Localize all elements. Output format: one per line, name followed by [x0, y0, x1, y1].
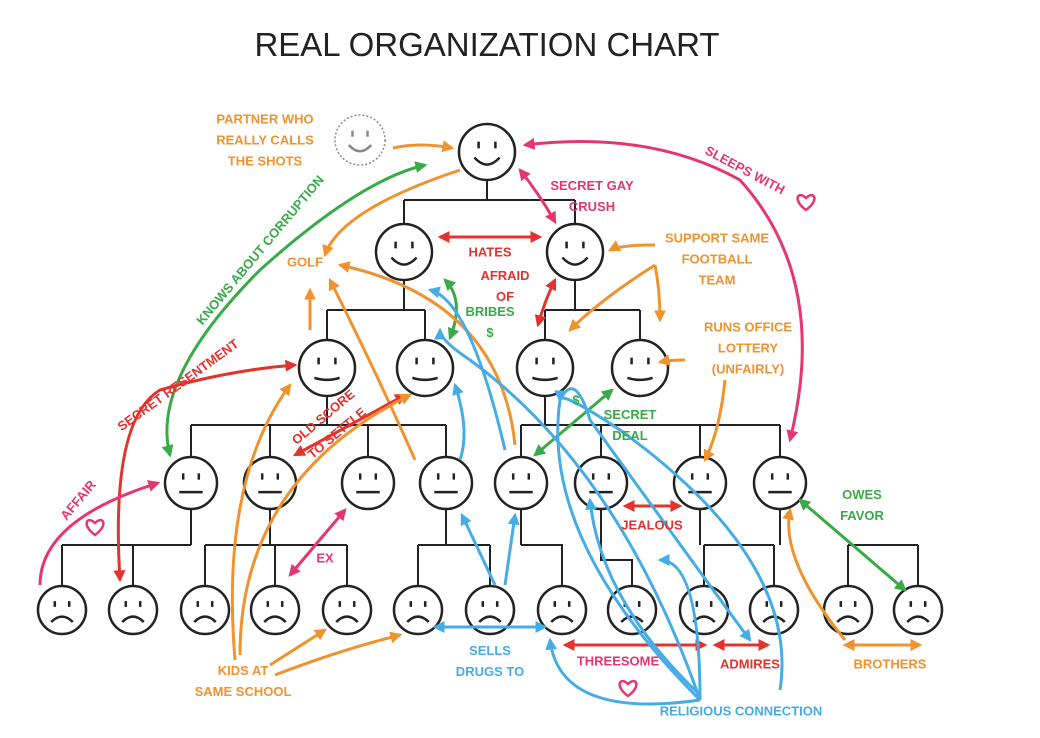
relationship-arrow [434, 327, 702, 701]
relationship-arrow [534, 277, 557, 328]
relationship-arrow [782, 507, 847, 641]
label-hates: HATES [468, 244, 512, 260]
relationship-arrow [292, 393, 408, 457]
person-face [107, 584, 159, 636]
relationship-arrow [568, 263, 656, 332]
relationship-arrow [443, 278, 460, 341]
relationship-arrow [518, 168, 557, 225]
heart-icon [85, 518, 105, 537]
person-face [672, 455, 728, 511]
label-golf: GOLF [286, 254, 324, 270]
relationship-arrow [703, 379, 727, 463]
relationship-arrow [460, 512, 497, 586]
relationship-arrow [322, 168, 461, 258]
heart-icon [796, 193, 816, 212]
relationship-arrow [657, 354, 686, 367]
mouth-icon [193, 615, 217, 623]
mouth-icon [473, 156, 501, 166]
person-face [395, 338, 455, 398]
person-face [573, 455, 629, 511]
relationship-arrow [607, 240, 656, 252]
relationship-arrow [798, 498, 907, 592]
relationship-arrow [238, 393, 413, 656]
person-face [610, 338, 670, 398]
relationship-arrow [554, 390, 784, 691]
chart-title: REAL ORGANIZATION CHART [254, 26, 720, 63]
heart-icon [618, 679, 638, 698]
label-religious-connection: RELIGIOUS CONNECTION [659, 703, 823, 719]
relationship-arrow [274, 631, 403, 677]
mouth-icon [406, 615, 430, 623]
relationship-arrow [522, 137, 804, 443]
relationship-arrow [657, 554, 702, 701]
relationship-arrow [584, 497, 702, 697]
label-admires: ADMIRES [720, 656, 780, 672]
org-line [61, 509, 348, 586]
mouth-icon [478, 615, 502, 623]
partner-face [334, 114, 386, 166]
person-face [515, 338, 575, 398]
person-face [892, 584, 944, 636]
person-face [340, 455, 396, 511]
person-face [321, 584, 373, 636]
person-face [249, 584, 301, 636]
label-dollar: $ [572, 392, 580, 408]
person-face [374, 222, 434, 282]
person-face [36, 584, 88, 636]
relationship-arrow [545, 637, 701, 706]
mouth-icon [50, 615, 74, 623]
mouth-icon [347, 144, 373, 153]
label-brothers: BROTHERS [853, 656, 927, 672]
label-ex: EX [316, 550, 334, 566]
relationship-arrow [533, 388, 614, 457]
person-face [163, 455, 219, 511]
relationship-arrow [392, 140, 455, 153]
person-face [493, 455, 549, 511]
relationship-arrow [452, 382, 466, 461]
relationship-arrow [38, 480, 161, 586]
relationship-arrow [288, 508, 347, 577]
relationship-arrow [653, 264, 666, 323]
label-threesome: THREESOME [576, 653, 660, 669]
label-bribes: BRIBES$ [465, 304, 515, 340]
person-face [179, 584, 231, 636]
person-face [545, 222, 605, 282]
mouth-icon [335, 615, 359, 623]
relationship-arrow [230, 383, 292, 661]
mouth-icon [263, 615, 287, 623]
relationship-arrow [556, 387, 752, 702]
person-face [752, 455, 808, 511]
relationship-arrow [427, 286, 507, 451]
relationship-arrow [113, 359, 298, 583]
org-line [417, 509, 633, 586]
person-face [536, 584, 588, 636]
mouth-icon [121, 615, 145, 623]
relationship-arrow [269, 628, 328, 667]
relationship-arrow [503, 512, 520, 586]
person-face [822, 584, 874, 636]
person-face [418, 455, 474, 511]
label-jealous: JEALOUS [621, 517, 683, 533]
person-face [678, 584, 730, 636]
person-face [606, 584, 658, 636]
mouth-icon [836, 615, 860, 623]
mouth-icon [906, 615, 930, 623]
org-line [403, 180, 576, 224]
person-face [457, 122, 517, 182]
mouth-icon [550, 615, 574, 623]
person-face [392, 584, 444, 636]
